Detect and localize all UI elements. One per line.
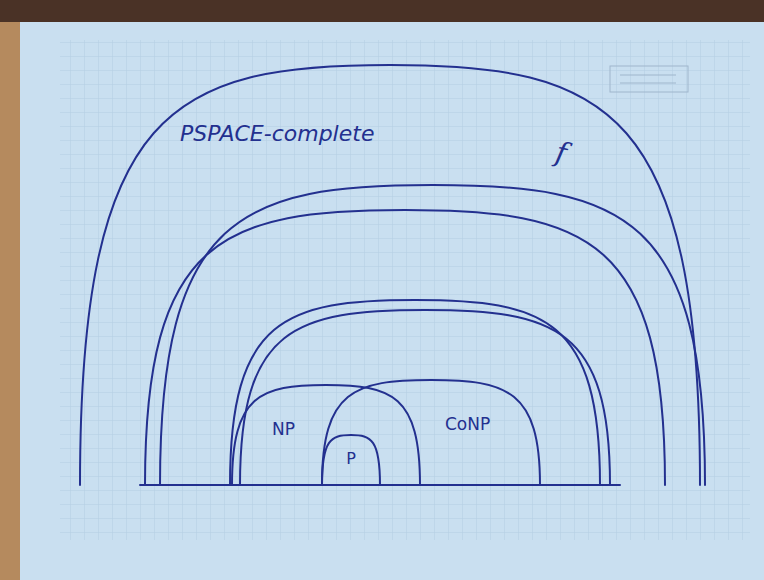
board-edge — [0, 22, 20, 580]
hardness-arc — [160, 185, 705, 485]
class-arc — [230, 300, 600, 485]
class-label: PSPACE-complete — [180, 122, 374, 146]
class-arc — [240, 310, 610, 485]
class-label: P — [346, 450, 356, 468]
region-arc — [322, 380, 540, 485]
note-mark: f — [553, 137, 570, 169]
hardness-arc — [145, 210, 665, 485]
class-region: PSPACE-completeNP P CoNP — [80, 65, 700, 485]
board-edge — [0, 0, 764, 22]
class-label: NP — [272, 420, 295, 439]
class-label: CoNP — [445, 415, 490, 434]
stamp-box — [610, 66, 688, 92]
region-arc — [80, 65, 700, 485]
class-region: CoNP — [322, 380, 540, 485]
class-region: P — [322, 435, 380, 485]
